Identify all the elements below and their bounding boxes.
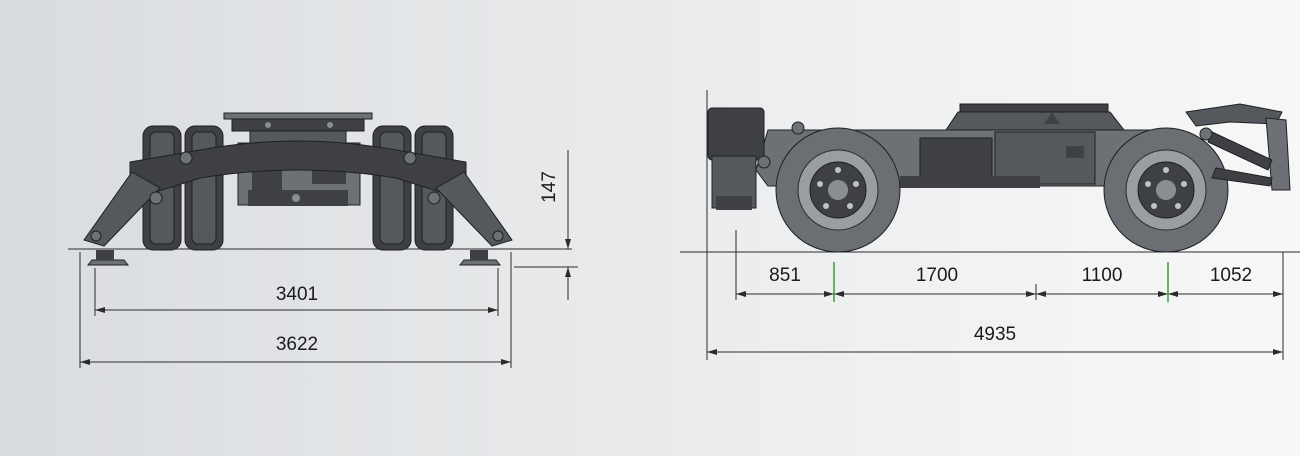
side-rear-blade — [1185, 103, 1291, 191]
front-joints — [90, 151, 504, 242]
side-front-block — [707, 107, 805, 210]
side-front-wheel — [775, 127, 901, 253]
front-overhang-label: 851 — [769, 265, 801, 286]
wheelbase-front-label: 1700 — [916, 265, 958, 286]
front-outer-width-dim — [79, 252, 512, 368]
side-view: 851 1700 1100 1052 4935 — [680, 90, 1300, 360]
front-inner-width-label: 3401 — [276, 284, 318, 305]
front-feet — [86, 250, 502, 266]
overall-length-dim — [707, 349, 1283, 355]
wheelbase-rear-label: 1100 — [1082, 265, 1123, 286]
front-right-leg — [435, 171, 513, 247]
front-left-leg — [83, 171, 161, 247]
ground-clearance-label: 147 — [539, 171, 560, 203]
front-inner-width-dim — [94, 268, 499, 316]
front-view: 3401 3622 147 — [68, 112, 578, 368]
front-outer-width-label: 3622 — [276, 334, 318, 355]
side-extension-lines — [706, 90, 1284, 360]
rear-overhang-label: 1052 — [1210, 265, 1252, 286]
overall-length-label: 4935 — [974, 324, 1016, 345]
side-rear-wheel — [1103, 127, 1229, 253]
ground-clearance-dim — [514, 150, 578, 300]
side-segment-dims — [736, 291, 1283, 297]
front-turntable — [223, 112, 373, 144]
